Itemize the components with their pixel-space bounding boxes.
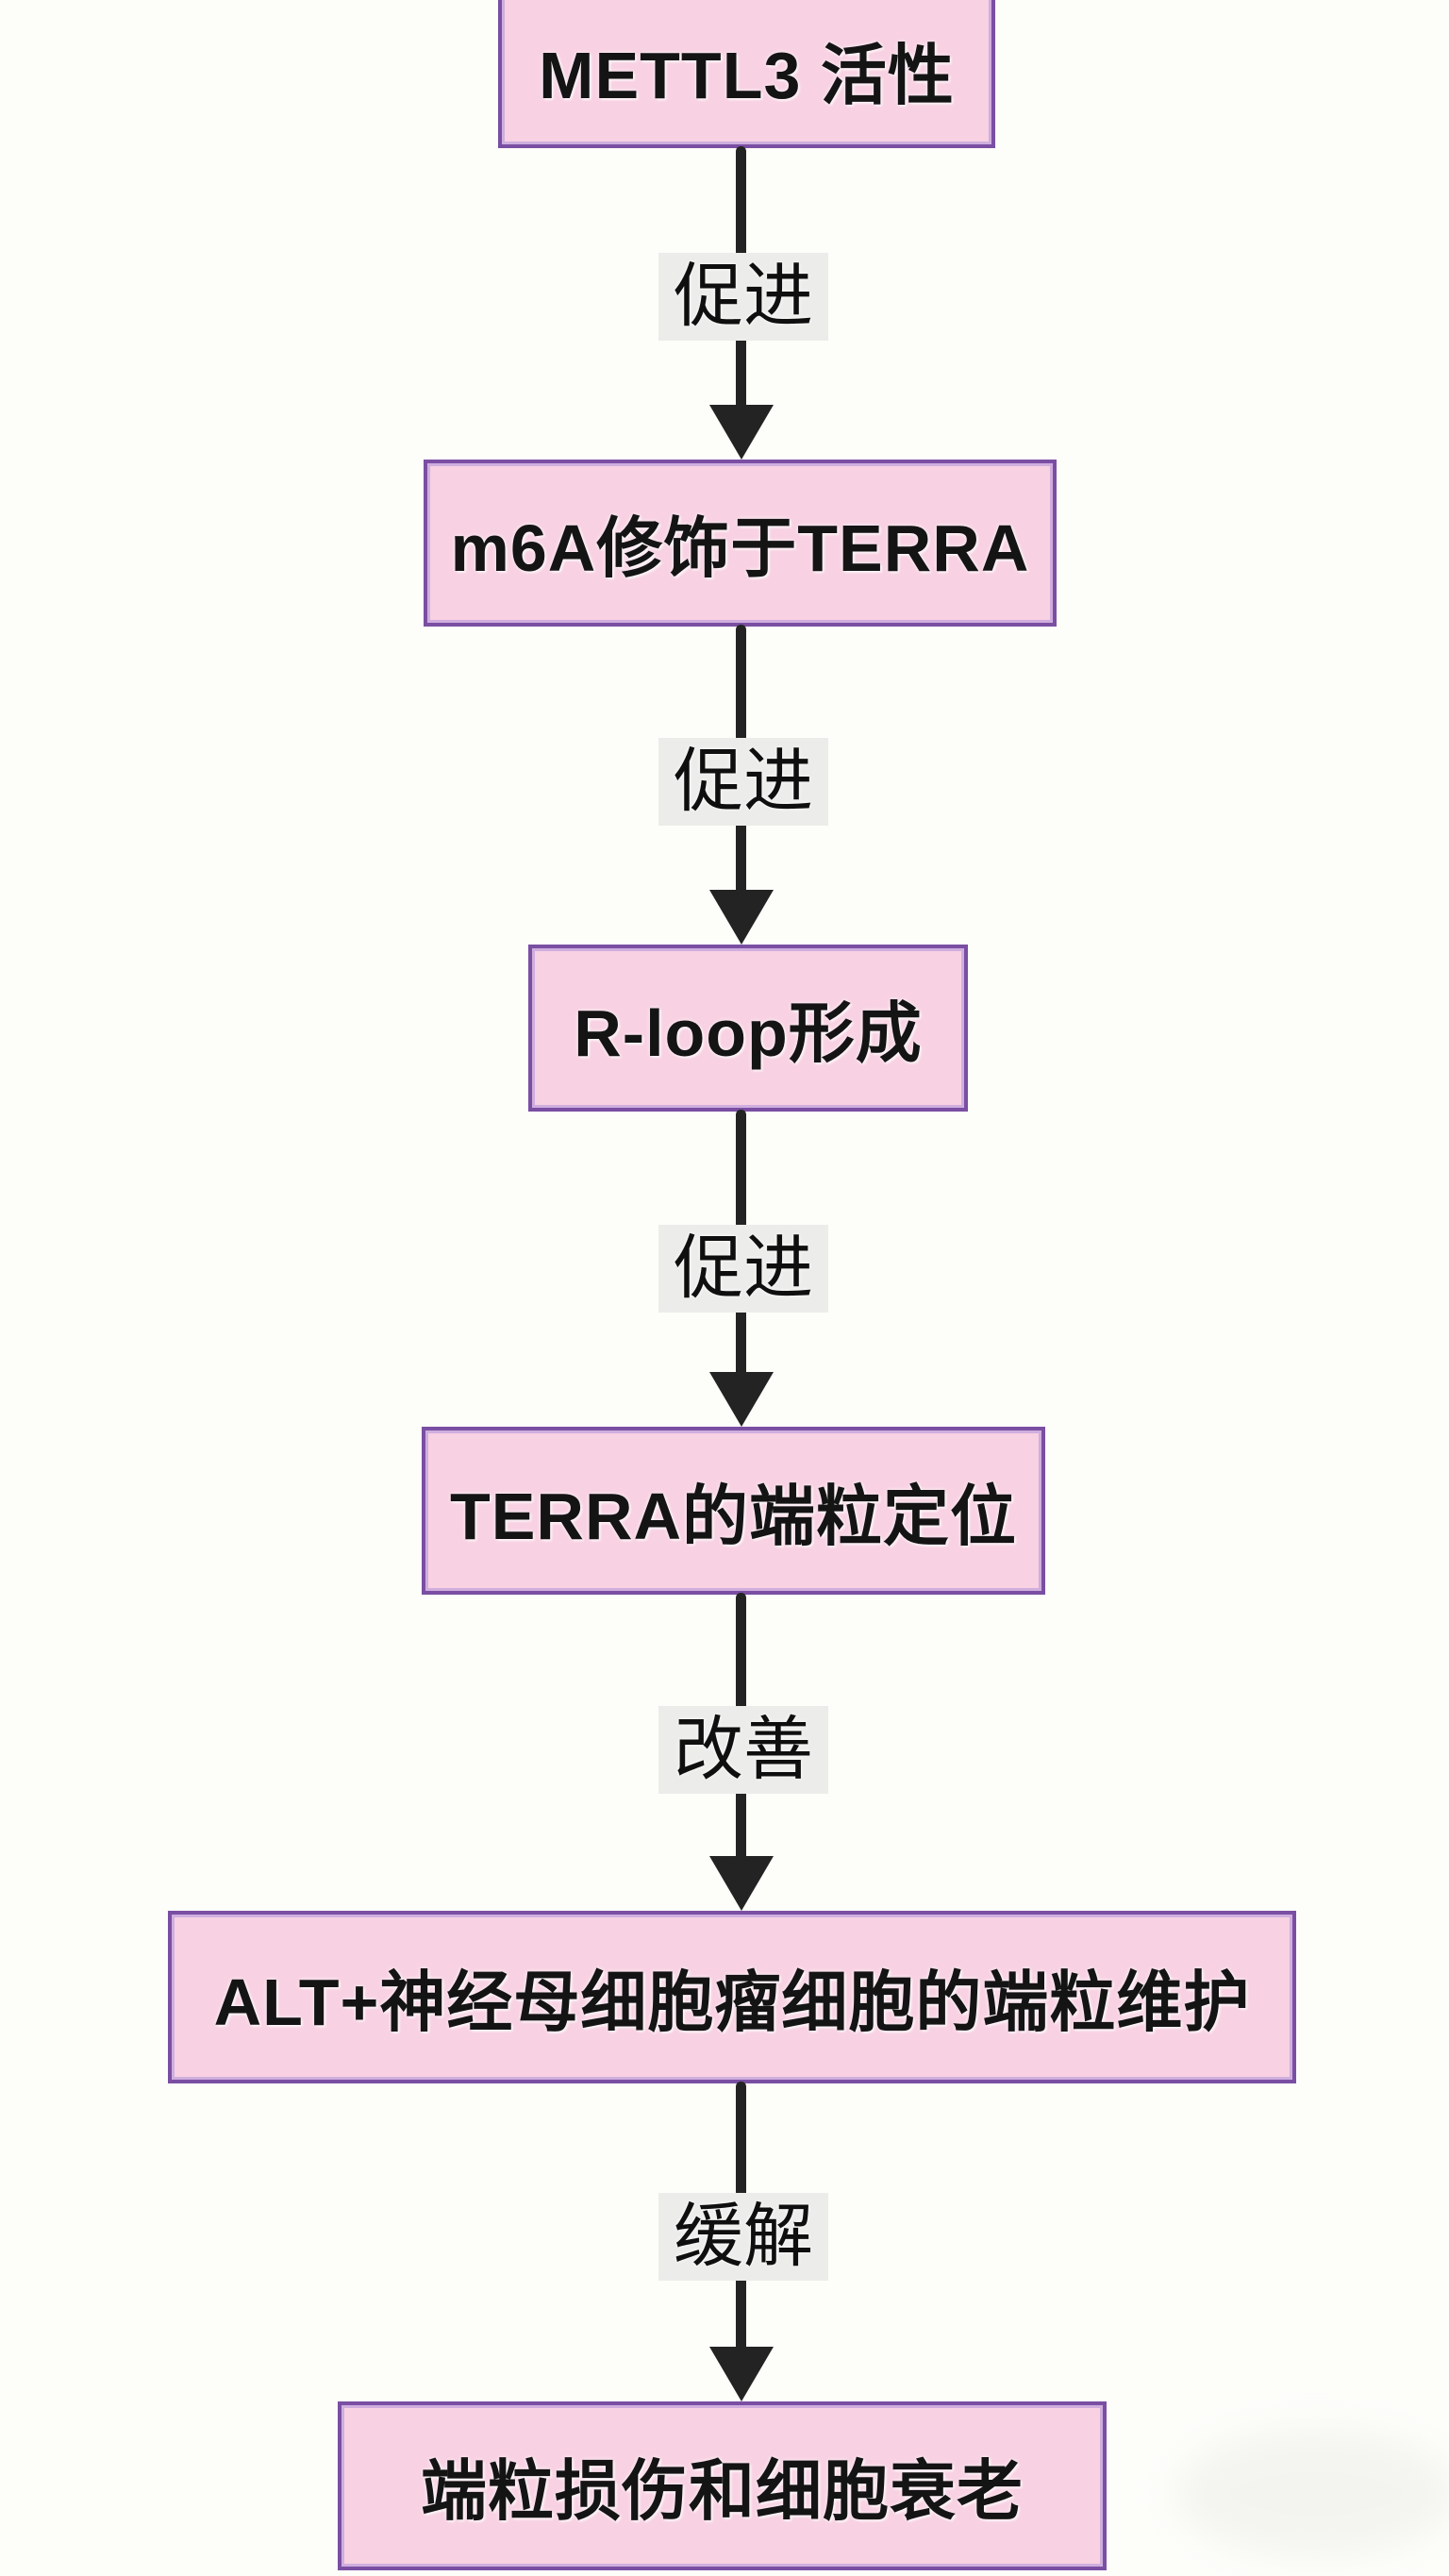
node-alt-neuroblastoma-telomere-maintenance: ALT+神经母细胞瘤细胞的端粒维护 <box>168 1911 1296 2083</box>
edge-label-alleviate: 缓解 <box>658 2193 828 2281</box>
arrowhead-down-icon <box>709 2347 774 2401</box>
node-r-loop-formation: R-loop形成 <box>528 945 968 1112</box>
node-label: ALT+神经母细胞瘤细胞的端粒维护 <box>213 1965 1251 2039</box>
node-label: R-loop形成 <box>574 996 923 1070</box>
arrowhead-down-icon <box>709 405 774 460</box>
arrowhead-down-icon <box>709 890 774 945</box>
node-mettl3-activity: METTL3 活性 <box>498 0 995 148</box>
edge-label-promote-3: 促进 <box>658 1225 828 1313</box>
arrowhead-down-icon <box>709 1372 774 1427</box>
node-label: TERRA的端粒定位 <box>449 1479 1018 1553</box>
node-terra-telomere-localization: TERRA的端粒定位 <box>422 1427 1045 1595</box>
node-label: METTL3 活性 <box>539 39 955 112</box>
node-label: 端粒损伤和细胞衰老 <box>421 2454 1024 2528</box>
arrowhead-down-icon <box>709 1856 774 1911</box>
background-smudge <box>1174 2430 1449 2557</box>
edge-label-promote-2: 促进 <box>658 738 828 826</box>
node-m6a-modification-on-terra: m6A修饰于TERRA <box>424 460 1057 627</box>
node-telomere-damage-and-senescence: 端粒损伤和细胞衰老 <box>338 2401 1107 2570</box>
edge-label-promote-1: 促进 <box>658 253 828 341</box>
node-label: m6A修饰于TERRA <box>450 511 1030 585</box>
edge-label-improve: 改善 <box>658 1706 828 1794</box>
